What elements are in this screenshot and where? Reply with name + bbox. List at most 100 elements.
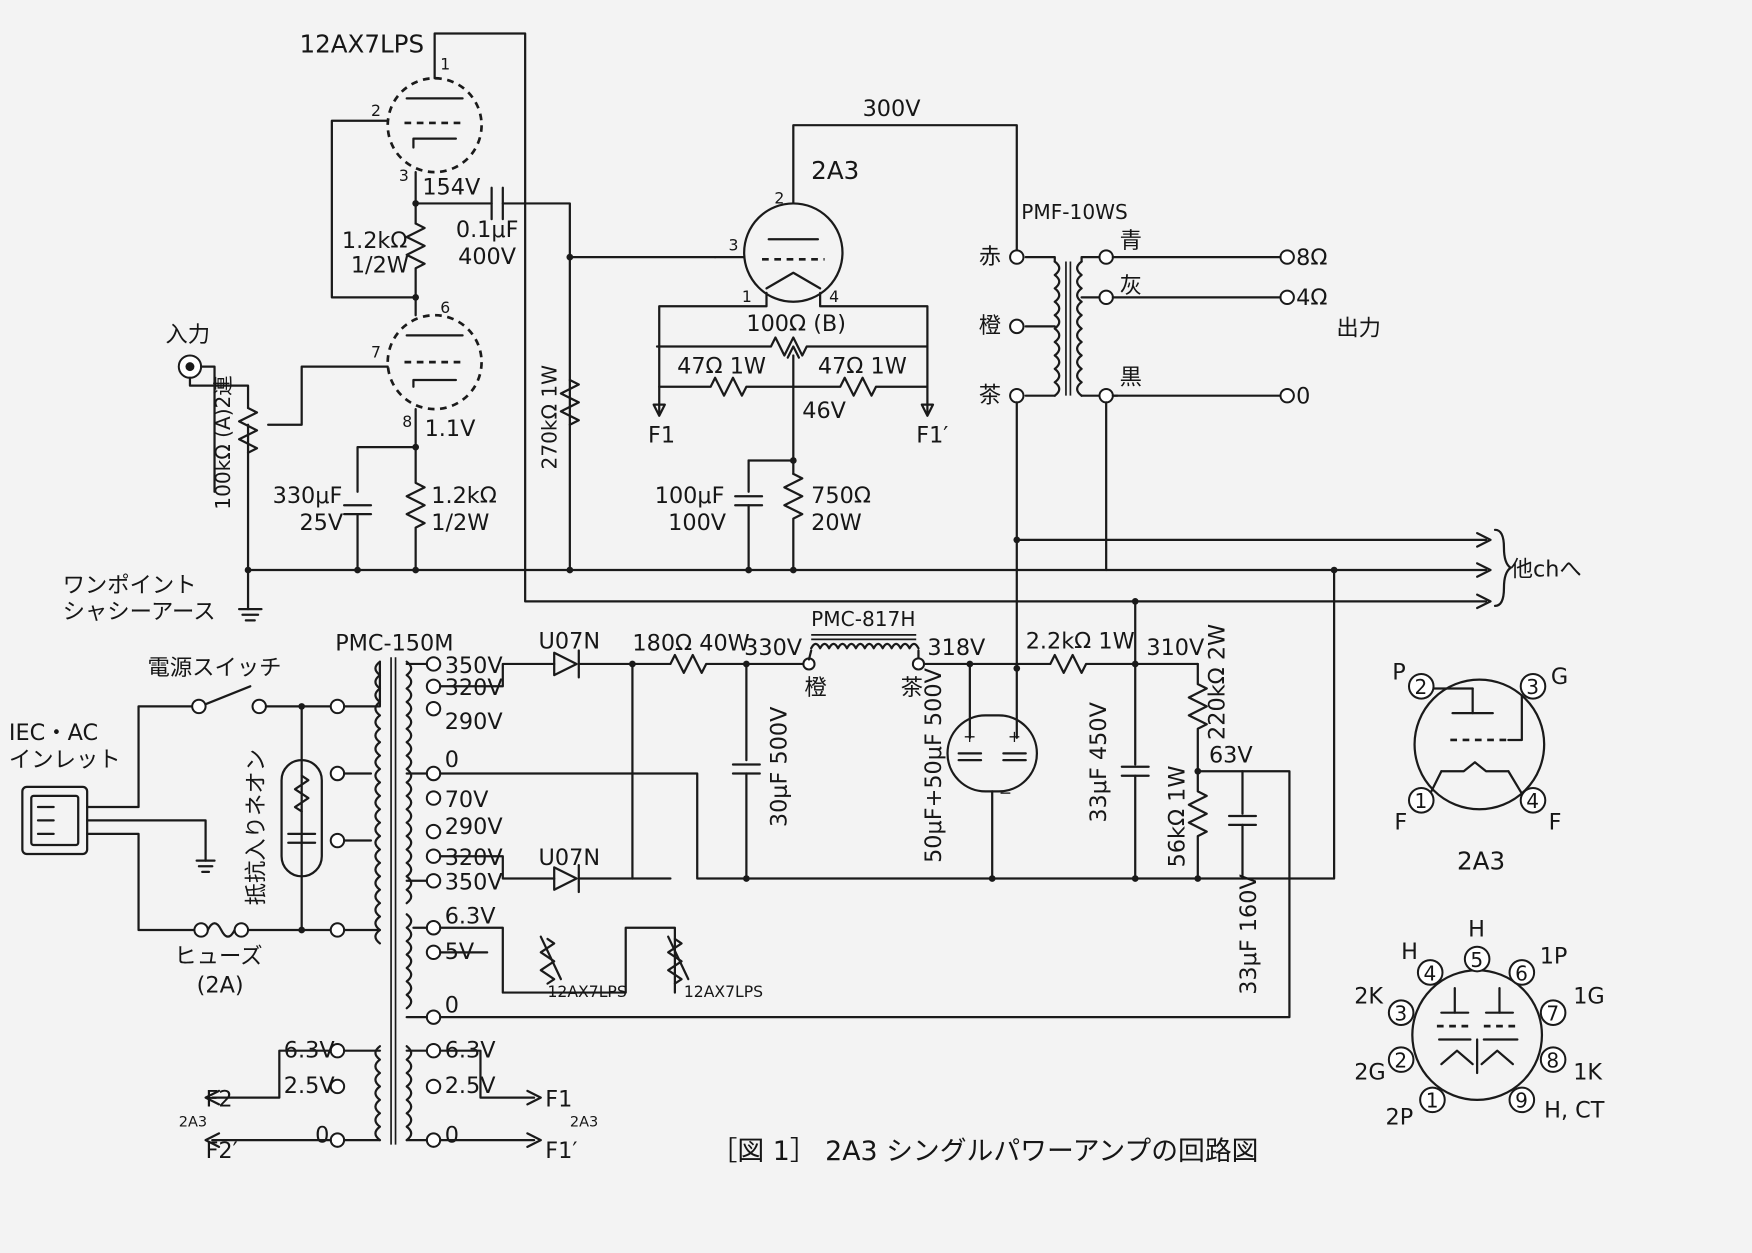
base-9-2p: 2P [1386,1104,1414,1130]
tube2-pin3: 3 [729,235,739,254]
cap-50uf-dual: 50μF+50μF 500V [921,667,947,863]
preamp-tube-12ax7: 12AX7LPS 1 2 3 6 7 8 [299,30,483,431]
res-12k-top: 1.2kΩ [342,228,408,254]
ptrans-name: PMC-150M [335,631,453,657]
bplus-supply: U07N U07N + + − [244,200,1336,1019]
base-2a3-p: P [1392,660,1405,686]
pin-7: 7 [371,343,381,362]
pin-6: 6 [440,298,450,317]
base-2a3-n1: 1 [1415,789,1428,813]
neon-lamp: 抵抗入りネオン [244,705,323,932]
voltage-300: 300V [863,96,922,122]
fuse-value: (2A) [197,973,244,999]
res-220k: 220kΩ 2W [1205,624,1231,740]
heater-tube-1: 12AX7LPS [548,982,627,1001]
cap-30uf: 30μF 500V [767,706,793,827]
power-tube-2a3: 300V 2A3 1 2 3 4 [652,96,1018,572]
heater-tube-2: 12AX7LPS [684,982,763,1001]
pin-2: 2 [371,101,381,120]
iec-label-2: インレット [9,747,121,773]
res-47-b: 47Ω 1W [818,353,907,379]
sec-350b: 350V [445,870,504,896]
pin-8: 8 [402,412,412,431]
neon-label: 抵抗入りネオン [244,749,270,905]
tube1-name: 12AX7LPS [299,30,424,59]
opt-dai: 橙 [979,313,1001,339]
cap-100uf-voltage: 100V [668,510,727,536]
base-2a3-n3: 3 [1526,675,1539,699]
base-2a3-n4: 4 [1526,789,1539,813]
choke-cha: 茶 [901,675,923,701]
res-750: 750Ω [811,483,871,509]
base-2a3-f1: F [1394,809,1407,835]
base-9-h2: H [1468,917,1485,943]
svg-text:−: − [999,783,1012,802]
other-channel-label: 他chへ [1511,557,1582,583]
res-12k-top-watt: 1/2W [351,253,409,279]
ground-label-line2: シャシーアース [63,599,216,625]
label-f2: F2 [206,1087,233,1113]
base-9-n5: 5 [1470,948,1483,972]
base-9-1k: 1K [1573,1060,1603,1086]
sec-0a: 0 [445,747,459,773]
res-12k-bottom: 1.2kΩ [431,483,497,509]
svg-text:+: + [1008,727,1021,746]
choke-dai: 橙 [804,675,826,701]
output-0: 0 [1296,384,1310,410]
potentiometer: 100kΩ (A)2連 [211,376,235,510]
svg-text:+: + [963,727,976,746]
res-47-a: 47Ω 1W [677,353,766,379]
ground-label-line1: ワンポイント [63,572,197,598]
cap-33uf-450: 33μF 450V [1086,701,1112,822]
sec-320b: 320V [445,845,504,871]
base-2a3-n2: 2 [1415,675,1428,699]
tube2-name: 2A3 [811,156,859,185]
opt-cha: 茶 [979,382,1001,408]
opt-ao: 青 [1120,228,1142,254]
label-f2-prime: F2′ [206,1138,238,1164]
tube2-pin4: 4 [829,287,839,306]
cap-01uf: 0.1μF [456,217,519,243]
sec-0b: 0 [445,993,459,1019]
tube2-pin1: 1 [742,287,752,306]
base-2a3-g: G [1551,664,1568,690]
label-f1-bottom: F1 [545,1087,572,1113]
sec2-0: 0 [445,1122,459,1148]
base-12ax7: 1 2 3 4 5 6 7 8 9 H H 1P 1G 1K H, CT 2K … [1354,917,1605,1131]
cap-330uf: 330μF [273,483,343,509]
base-9-1g: 1G [1573,984,1605,1010]
output-label: 出力 [1336,315,1381,341]
sec-63a: 6.3V [445,903,497,929]
res-100-b: 100Ω (B) [746,311,846,337]
a3-left: 2A3 [179,1115,207,1131]
voltage-46: 46V [802,398,846,424]
diode-1: U07N [539,628,600,654]
res-12k-bottom-watt: 1/2W [431,510,489,536]
opt-aka: 赤 [979,244,1001,270]
base-9-n6: 6 [1515,961,1528,985]
power-switch: 電源スイッチ [147,655,337,715]
base-9-2g: 2G [1354,1060,1386,1086]
iec-label-1: IEC・AC [9,720,98,746]
base-2a3: 2 3 1 4 P G F F 2A3 [1392,660,1568,876]
choke-name: PMC-817H [811,607,915,631]
res-56k: 56kΩ 1W [1164,765,1190,867]
pri-0: 0 [315,1122,329,1148]
voltage-310: 310V [1146,635,1205,661]
sec-290b: 290V [445,814,504,840]
figure-caption: ［図 1］ 2A3 シングルパワーアンプの回路図 [711,1136,1259,1167]
base-9-n2: 2 [1394,1048,1407,1072]
base-9-n9: 9 [1515,1089,1528,1113]
input-label: 入力 [165,322,210,348]
voltage-63: 63V [1209,742,1253,768]
cap-33uf-160: 33μF 160V [1236,874,1262,995]
base-9-1p: 1P [1540,943,1568,969]
base-9-2k: 2K [1354,984,1384,1010]
pri-25: 2.5V [284,1073,336,1099]
opt-name: PMF-10WS [1021,200,1128,224]
res-22k: 2.2kΩ 1W [1026,628,1135,654]
sec-350a: 350V [445,653,504,679]
res-180: 180Ω 40W [632,631,749,657]
pin-1: 1 [440,54,450,73]
output-8ohm: 8Ω [1296,245,1327,271]
